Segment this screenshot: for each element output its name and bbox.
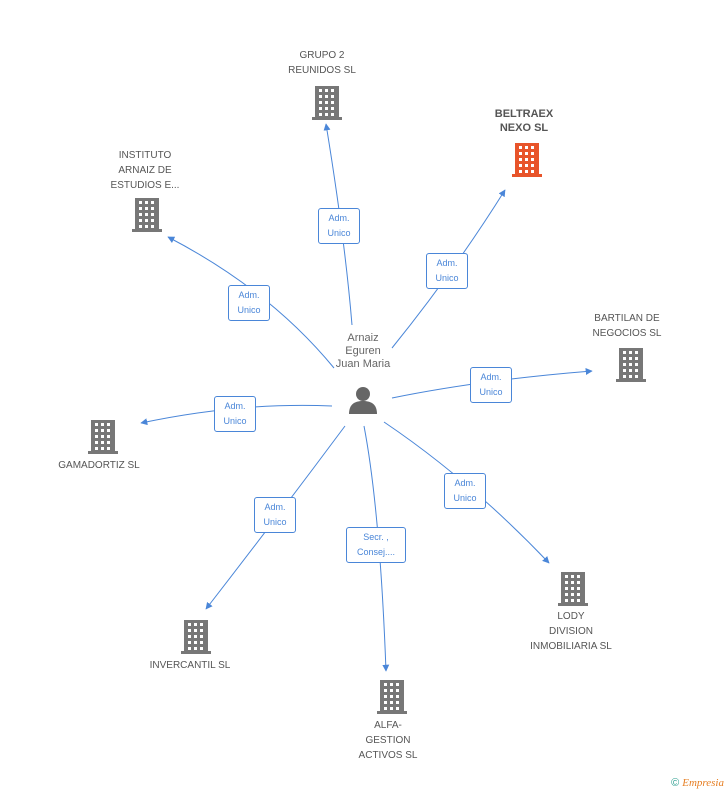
- role-badge-alfa[interactable]: Secr. , Consej....: [346, 527, 406, 563]
- role-badge-invercantil[interactable]: Adm. Unico: [254, 497, 296, 533]
- building-icon[interactable]: [312, 86, 342, 125]
- company-label-gamadortiz[interactable]: GAMADORTIZ SL: [58, 460, 140, 471]
- role-badge-lody[interactable]: Adm. Unico: [444, 473, 486, 509]
- role-badge-beltraex[interactable]: Adm. Unico: [426, 253, 468, 289]
- person-icon[interactable]: [348, 385, 378, 420]
- building-icon[interactable]: [512, 143, 542, 182]
- company-label-lody[interactable]: LODY DIVISION INMOBILIARIA SL: [530, 611, 612, 652]
- role-badge-bartilan[interactable]: Adm. Unico: [470, 367, 512, 403]
- footer: © Empresia: [671, 777, 724, 789]
- role-badge-grupo2[interactable]: Adm. Unico: [318, 208, 360, 244]
- company-label-bartilan[interactable]: BARTILAN DE NEGOCIOS SL: [592, 313, 662, 339]
- company-label-invercantil[interactable]: INVERCANTIL SL: [149, 660, 231, 671]
- role-badge-gamadortiz[interactable]: Adm. Unico: [214, 396, 256, 432]
- company-label-instituto[interactable]: INSTITUTO ARNAIZ DE ESTUDIOS E...: [110, 150, 180, 191]
- company-label-alfa[interactable]: ALFA- GESTION ACTIVOS SL: [358, 720, 418, 761]
- building-icon[interactable]: [377, 680, 407, 719]
- role-badge-instituto[interactable]: Adm. Unico: [228, 285, 270, 321]
- building-icon[interactable]: [132, 198, 162, 237]
- building-icon[interactable]: [181, 620, 211, 659]
- copyright-symbol: ©: [671, 777, 680, 789]
- building-icon[interactable]: [558, 572, 588, 611]
- company-label-grupo2[interactable]: GRUPO 2 REUNIDOS SL: [288, 50, 356, 76]
- building-icon[interactable]: [616, 348, 646, 387]
- company-label-beltraex[interactable]: BELTRAEX NEXO SL: [494, 108, 554, 134]
- building-icon[interactable]: [88, 420, 118, 459]
- person-name[interactable]: Arnaiz Eguren Juan Maria: [335, 332, 391, 370]
- brand-logo[interactable]: Empresia: [682, 777, 724, 789]
